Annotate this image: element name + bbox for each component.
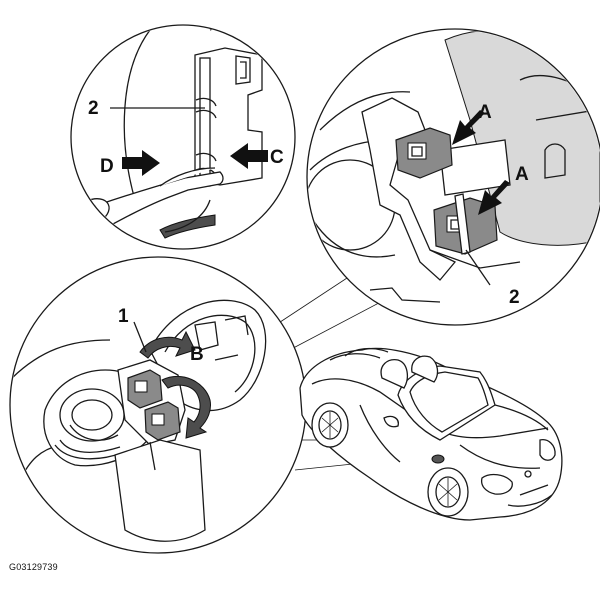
- arrow-c: [230, 143, 268, 169]
- callout-d: D: [100, 156, 114, 177]
- detail-circle-fuel-filler: 1 B: [9, 256, 307, 554]
- detail-circle-hinge-clips: A A 2: [306, 28, 600, 326]
- car-illustration: [299, 347, 563, 521]
- callout-b: B: [190, 344, 204, 365]
- rotate-arrow-lower: [161, 375, 211, 439]
- callout-c: C: [270, 147, 284, 168]
- arrow-a-lower: [478, 180, 510, 215]
- callout-1: 1: [118, 306, 129, 327]
- callout-2-top-left: 2: [88, 98, 99, 119]
- figure-id-label: G03129739: [9, 562, 58, 572]
- arrow-a-upper: [452, 110, 485, 145]
- arrow-d: [122, 150, 160, 176]
- rotate-arrow-upper: [139, 330, 196, 359]
- detail-circle-hinge-pin: 2 D C: [70, 24, 296, 250]
- callout-a-upper: A: [478, 102, 492, 123]
- callout-2-top-right: 2: [509, 287, 520, 308]
- callout-a-lower: A: [515, 164, 529, 185]
